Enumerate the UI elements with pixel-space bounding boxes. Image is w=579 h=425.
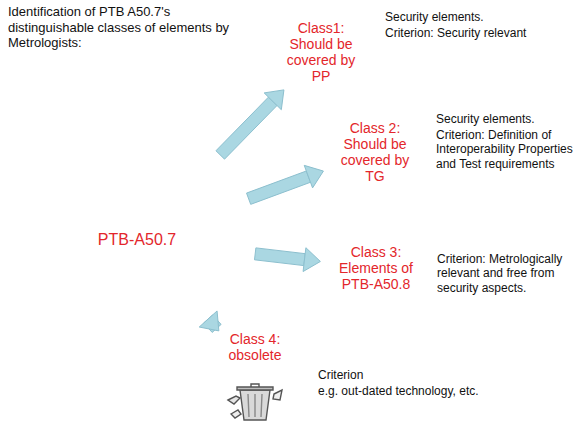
class-circle: Class 4: obsolete	[204, 320, 306, 422]
side-note: Security elements.	[385, 10, 570, 24]
block-arrow	[199, 311, 221, 332]
circle-shape	[272, 3, 370, 101]
circle-shape	[324, 216, 428, 320]
main-circle: PTB-A50.7	[20, 123, 254, 357]
side-note: Criterion: Definition of Interoperabilit…	[436, 128, 574, 171]
circle-shape	[324, 101, 426, 203]
class-label: Class 2: Should be covered by TG	[338, 120, 413, 184]
side-note: Criterion: Security relevant	[385, 26, 570, 40]
main-label: PTB-A50.7	[49, 231, 225, 249]
class-label: Class 4: obsolete	[218, 331, 292, 363]
side-note: Criterion: Metrologically relevant and f…	[437, 252, 573, 295]
circle-shape	[21, 124, 253, 356]
trash-can-icon	[226, 380, 284, 422]
class-circle: Class 2: Should be covered by TG	[323, 100, 427, 204]
block-arrow	[216, 90, 284, 159]
side-note: e.g. out-dated technology, etc.	[318, 384, 538, 398]
side-note: Security elements.	[436, 112, 574, 126]
diagram-title: Identification of PTB A50.7's distinguis…	[8, 4, 248, 51]
circle-shape	[205, 321, 305, 421]
side-note: Criterion	[318, 368, 518, 382]
class-circle: Class1: Should be covered by PP	[271, 2, 371, 102]
class-label: Class 3: Elements of PTB-A50.8	[338, 244, 415, 292]
block-arrow	[254, 248, 320, 272]
block-arrow	[247, 165, 324, 204]
class-circle: Class 3: Elements of PTB-A50.8	[323, 215, 429, 321]
class-label: Class1: Should be covered by PP	[285, 20, 358, 84]
